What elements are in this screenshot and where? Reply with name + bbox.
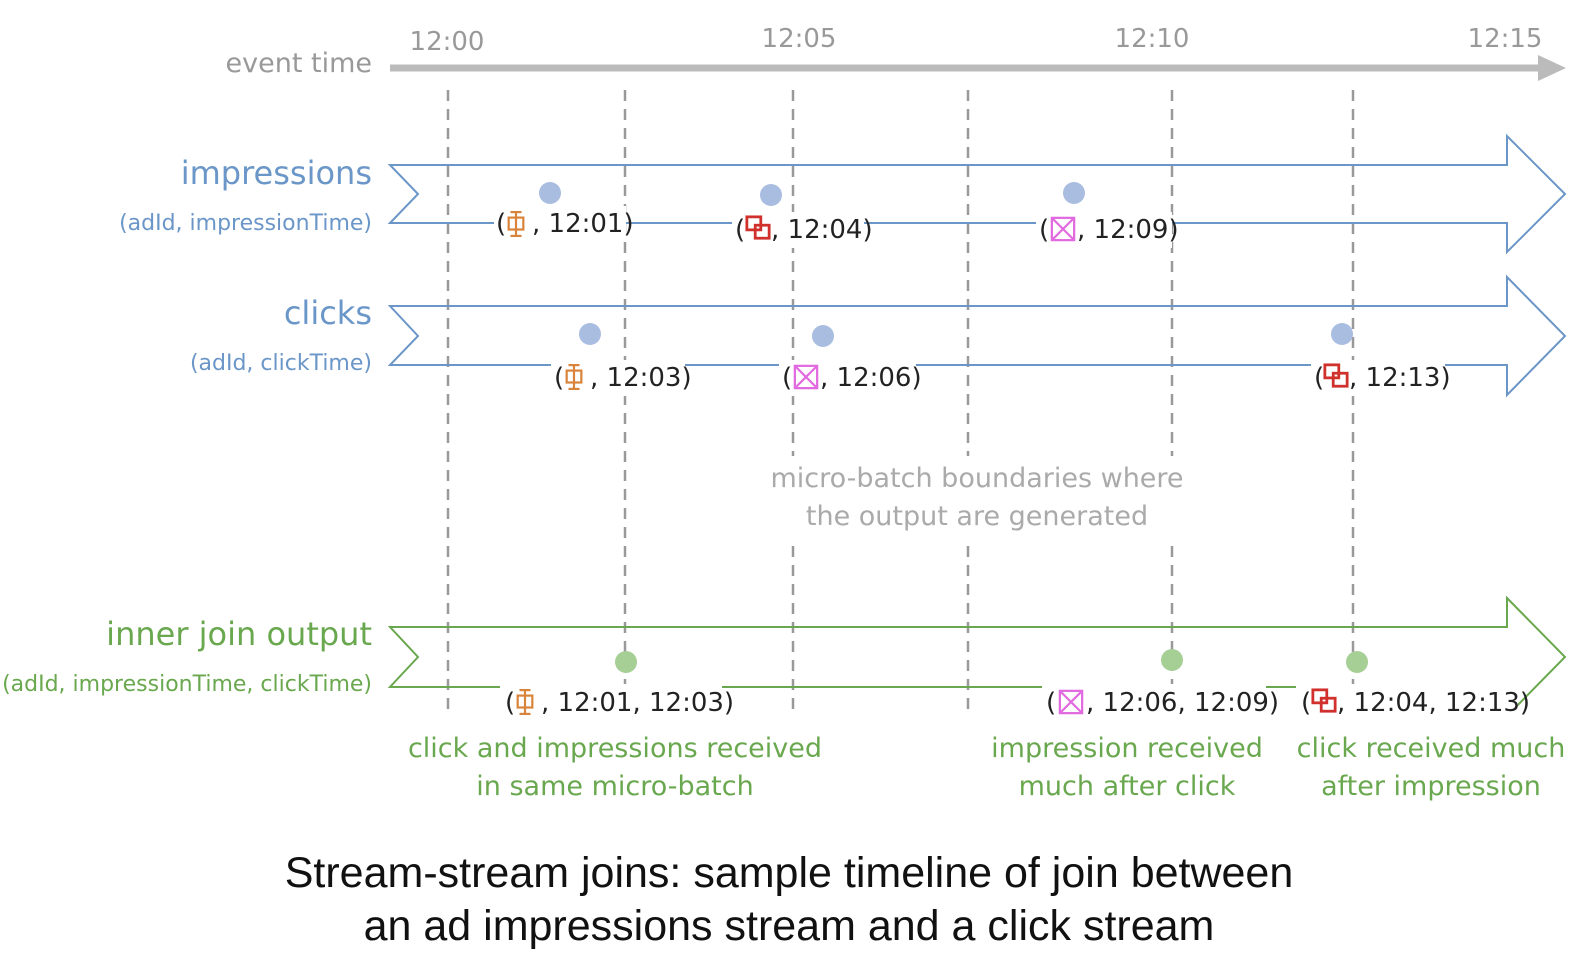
join-notes: click and impressions received in same m… bbox=[408, 733, 1565, 802]
svg-text:, 12:01): , 12:01) bbox=[532, 209, 634, 239]
click-event-dot bbox=[579, 323, 601, 345]
micro-batch-note: micro-batch boundaries where the output … bbox=[770, 456, 1184, 538]
click-event-label: 12:06) bbox=[837, 363, 922, 393]
impressions-stream: impressions (adId, impressionTime) ( , 1… bbox=[119, 133, 1567, 255]
caption-line: an ad impressions stream and a click str… bbox=[364, 902, 1215, 950]
join-event-dot bbox=[1346, 651, 1368, 673]
axis-label: event time bbox=[226, 48, 372, 79]
paren: ( bbox=[1039, 215, 1049, 245]
join-event-label: 12:06, 12:09) bbox=[1103, 688, 1280, 718]
note-line: micro-batch boundaries where bbox=[770, 463, 1183, 494]
impression-event-dot bbox=[760, 184, 782, 206]
event-time-axis: event time 12:00 12:05 12:10 12:15 bbox=[226, 24, 1566, 81]
svg-text:, 12:04): , 12:04) bbox=[771, 215, 873, 245]
click-event-dot bbox=[1331, 323, 1353, 345]
impression-event-label: 12:04) bbox=[788, 215, 873, 245]
same-batch-note-line: click and impressions received bbox=[408, 733, 822, 764]
impression-late-note-line: impression received bbox=[991, 733, 1263, 764]
paren: ( bbox=[1301, 688, 1311, 718]
paren: ( bbox=[554, 363, 564, 393]
paren: ( bbox=[735, 215, 745, 245]
paren: ( bbox=[496, 209, 506, 239]
click-late-note-line: click received much bbox=[1297, 733, 1566, 764]
tick-label: 12:10 bbox=[1115, 24, 1190, 54]
click-event-dot bbox=[812, 325, 834, 347]
tick-label: 12:05 bbox=[762, 24, 837, 54]
paren: ( bbox=[782, 363, 792, 393]
paren: ( bbox=[1046, 688, 1056, 718]
join-event-dot bbox=[615, 651, 637, 673]
impression-event-dot bbox=[1063, 182, 1085, 204]
join-subtitle: (adId, impressionTime, clickTime) bbox=[2, 672, 372, 697]
click-event-label: 12:03) bbox=[607, 363, 692, 393]
click-late-note-line: after impression bbox=[1321, 771, 1541, 802]
click-event-label: 12:13) bbox=[1366, 363, 1451, 393]
same-batch-note-line: in same micro-batch bbox=[476, 771, 753, 802]
svg-text:, 12:09): , 12:09) bbox=[1077, 215, 1179, 245]
clicks-title: clicks bbox=[284, 294, 372, 332]
paren: ( bbox=[505, 688, 515, 718]
join-event-dot bbox=[1161, 649, 1183, 671]
join-output-stream: inner join output (adId, impressionTime,… bbox=[2, 595, 1567, 720]
axis-arrowhead bbox=[1538, 55, 1566, 81]
note-line: the output are generated bbox=[806, 501, 1148, 532]
join-event-label: 12:01, 12:03) bbox=[558, 688, 735, 718]
tick-label: 12:15 bbox=[1468, 24, 1543, 54]
svg-text:, 12:01, 12:03): , 12:01, 12:03) bbox=[541, 688, 734, 718]
tick-label: 12:00 bbox=[410, 27, 485, 57]
caption-line: Stream-stream joins: sample timeline of … bbox=[285, 849, 1294, 897]
impression-late-note-line: much after click bbox=[1019, 771, 1236, 802]
paren: ( bbox=[1314, 363, 1324, 393]
impressions-subtitle: (adId, impressionTime) bbox=[119, 211, 372, 236]
impression-event-label: 12:01) bbox=[549, 209, 634, 239]
join-event-label: 12:04, 12:13) bbox=[1354, 688, 1531, 718]
impressions-title: impressions bbox=[181, 154, 372, 192]
micro-batch-boundaries bbox=[446, 90, 1355, 712]
clicks-stream: clicks (adId, clickTime) ( , 12:03) ( , … bbox=[190, 274, 1567, 398]
svg-text:, 12:03): , 12:03) bbox=[590, 363, 692, 393]
clicks-subtitle: (adId, clickTime) bbox=[190, 351, 372, 376]
impressions-arrow bbox=[387, 133, 1567, 255]
svg-text:, 12:06): , 12:06) bbox=[820, 363, 922, 393]
svg-text:, 12:04, 12:13): , 12:04, 12:13) bbox=[1337, 688, 1530, 718]
svg-text:, 12:13): , 12:13) bbox=[1349, 363, 1451, 393]
figure-caption: Stream-stream joins: sample timeline of … bbox=[285, 849, 1294, 950]
clicks-arrow bbox=[387, 274, 1567, 398]
impression-event-label: 12:09) bbox=[1094, 215, 1179, 245]
svg-text:, 12:06, 12:09): , 12:06, 12:09) bbox=[1086, 688, 1279, 718]
join-title: inner join output bbox=[106, 615, 372, 653]
impression-event-dot bbox=[539, 182, 561, 204]
